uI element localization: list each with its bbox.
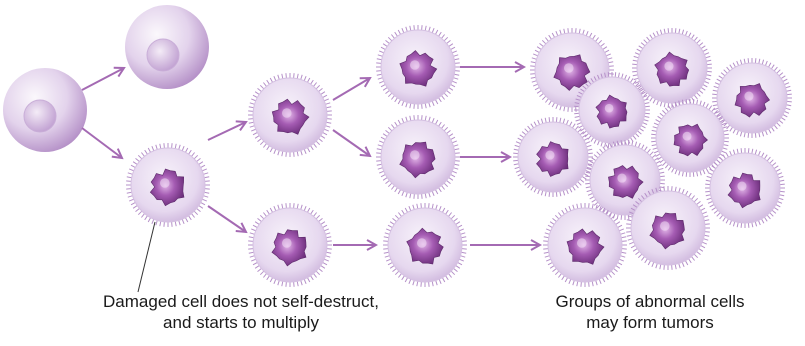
division-arrow bbox=[208, 206, 246, 232]
nucleus-highlight bbox=[545, 151, 554, 160]
nucleus-highlight bbox=[160, 178, 170, 188]
nucleus-highlight bbox=[605, 104, 614, 113]
callout-line bbox=[138, 222, 155, 292]
healthy-cell-daughter bbox=[125, 5, 209, 89]
nucleus-highlight bbox=[660, 221, 670, 231]
healthy-cell-nucleus bbox=[24, 100, 56, 132]
nucleus-highlight bbox=[410, 150, 420, 160]
abnormal-cell bbox=[513, 117, 593, 197]
healthy-cell-nucleus bbox=[147, 39, 179, 71]
abnormal-cell bbox=[632, 28, 712, 108]
nucleus-highlight bbox=[617, 174, 626, 183]
abnormal-cell bbox=[376, 115, 460, 199]
healthy-cell-parent bbox=[3, 68, 87, 152]
tumor-caption-line2: may form tumors bbox=[540, 312, 760, 333]
nucleus-highlight bbox=[417, 238, 427, 248]
nucleus-highlight bbox=[282, 108, 292, 118]
nucleus-highlight bbox=[282, 238, 292, 248]
abnormal-cell bbox=[574, 72, 650, 148]
nucleus-highlight bbox=[737, 182, 746, 191]
nucleus-highlight bbox=[577, 238, 587, 248]
abnormal-cell bbox=[383, 203, 467, 287]
abnormal-cell bbox=[712, 58, 792, 138]
abnormal-cell bbox=[248, 203, 332, 287]
abnormal-cell bbox=[543, 203, 627, 287]
nucleus-highlight bbox=[744, 92, 753, 101]
tumor-caption: Groups of abnormal cells may form tumors bbox=[540, 291, 760, 333]
nucleus-highlight bbox=[410, 60, 420, 70]
damaged-cell-caption: Damaged cell does not self-destruct, and… bbox=[96, 291, 386, 333]
division-arrow bbox=[82, 68, 124, 90]
damaged-cell-caption-line2: and starts to multiply bbox=[96, 312, 386, 333]
abnormal-cell bbox=[248, 73, 332, 157]
abnormal-cell bbox=[126, 143, 210, 227]
division-arrow bbox=[333, 78, 370, 100]
abnormal-cell bbox=[626, 186, 710, 270]
nucleus-highlight bbox=[664, 62, 673, 71]
abnormal-cell bbox=[705, 148, 785, 228]
nucleus-highlight bbox=[564, 63, 574, 73]
nucleus-highlight bbox=[683, 132, 692, 141]
division-arrow bbox=[333, 130, 370, 156]
division-arrow bbox=[82, 128, 122, 158]
damaged-cell-caption-line1: Damaged cell does not self-destruct, bbox=[96, 291, 386, 312]
tumor-caption-line1: Groups of abnormal cells bbox=[540, 291, 760, 312]
abnormal-cell bbox=[376, 25, 460, 109]
division-arrow bbox=[208, 122, 246, 140]
